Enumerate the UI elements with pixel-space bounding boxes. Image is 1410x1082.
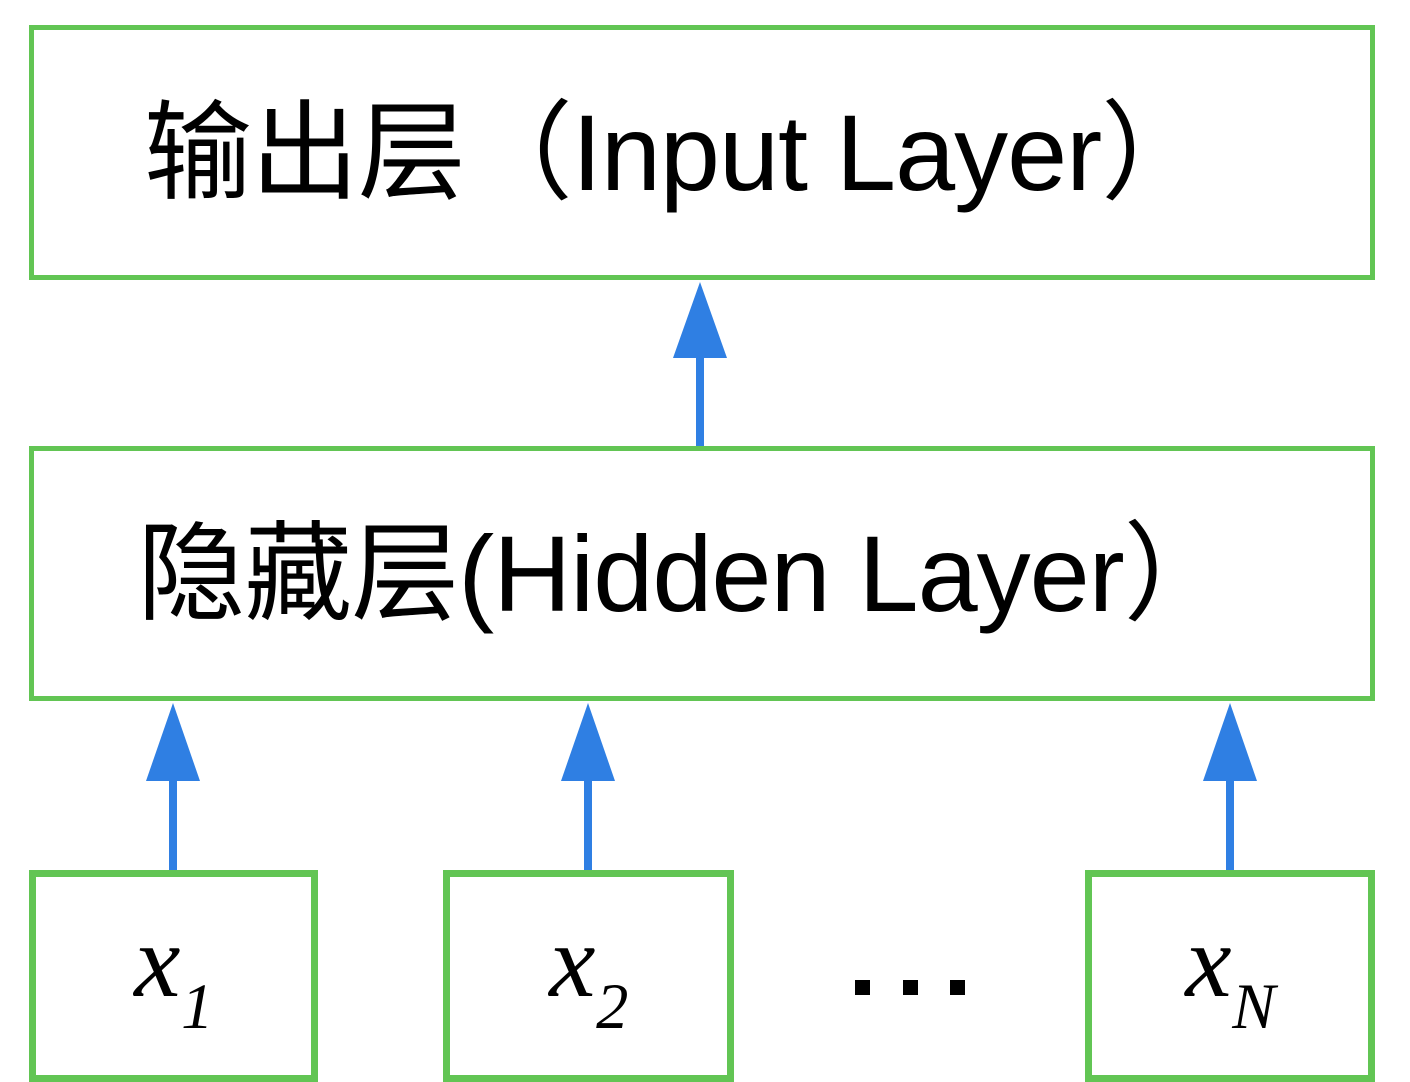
input-node-x2-base: x bbox=[549, 904, 596, 1020]
input-node-x1-subscript: 1 bbox=[181, 971, 214, 1043]
input-node-x2-subscript: 2 bbox=[596, 971, 629, 1043]
input-node-x2-label: x2 bbox=[549, 910, 628, 1039]
ellipsis-dot bbox=[950, 979, 965, 995]
input-node-x1-base: x bbox=[134, 904, 181, 1020]
input-node-xn-base: x bbox=[1185, 904, 1232, 1020]
input-node-x1-label: x1 bbox=[134, 910, 213, 1039]
input-node-xn-label: xN bbox=[1185, 910, 1275, 1039]
ellipsis-dot bbox=[855, 979, 870, 995]
arrow-xn-to-hidden-icon bbox=[1200, 701, 1260, 871]
output-layer-label: 输出层（Input Layer） bbox=[143, 91, 1209, 213]
input-node-x1-box: x1 bbox=[29, 870, 318, 1082]
arrow-x1-to-hidden-icon bbox=[143, 701, 203, 871]
arrow-x2-to-hidden-icon bbox=[558, 701, 618, 871]
arrow-hidden-to-output-icon bbox=[670, 280, 730, 447]
hidden-layer-label: 隐藏层(Hidden Layer） bbox=[137, 512, 1231, 634]
input-node-xn-subscript: N bbox=[1232, 971, 1276, 1043]
ellipsis-icon bbox=[855, 967, 965, 1007]
input-node-xn-box: xN bbox=[1085, 870, 1375, 1082]
input-node-x2-box: x2 bbox=[443, 870, 734, 1082]
output-layer-box: 输出层（Input Layer） bbox=[29, 25, 1375, 280]
hidden-layer-box: 隐藏层(Hidden Layer） bbox=[29, 446, 1375, 701]
ellipsis-dot bbox=[902, 979, 918, 995]
